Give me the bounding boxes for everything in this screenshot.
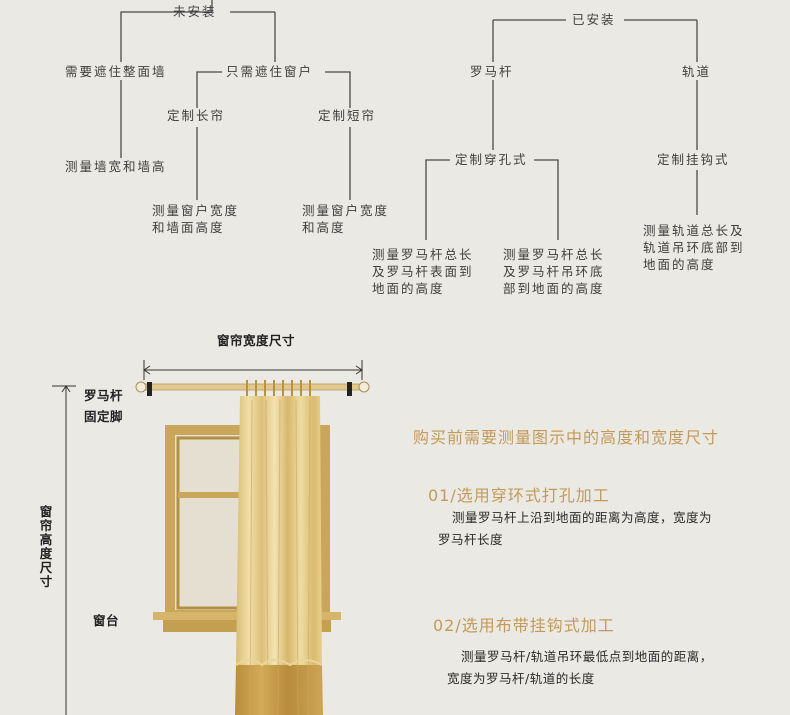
- curtain-illustration: [52, 360, 370, 715]
- label-measure-rod-ring: 测量罗马杆总长 及罗马杆吊环底 部到地面的高度: [503, 247, 605, 296]
- label-track: 轨道: [682, 64, 712, 79]
- label-cover-wall: 需要遮住整面墙: [65, 64, 167, 79]
- label-installed: 已安装: [572, 12, 616, 27]
- label-width: 窗帘宽度尺寸: [217, 333, 296, 348]
- label-custom-long: 定制长帘: [167, 108, 226, 123]
- label-bracket: 固定脚: [84, 409, 124, 424]
- roman-rod: [141, 383, 363, 391]
- step2-description: 测量罗马杆/轨道吊环最低点到地面的距离， 宽度为罗马杆/轨道的长度: [447, 649, 713, 686]
- step1-description: 测量罗马杆上沿到地面的距离为高度，宽度为 罗马杆长度: [438, 510, 713, 547]
- label-height: 窗帘高度尺寸: [39, 504, 53, 589]
- label-cover-window: 只需遮住窗户: [226, 64, 314, 79]
- curtain-bottom: [235, 665, 323, 715]
- label-custom-hook: 定制挂钩式: [657, 152, 730, 167]
- rod-bracket-left: [147, 382, 152, 396]
- label-rod: 罗马杆: [84, 388, 124, 403]
- tree-connectors: [120, 0, 698, 240]
- label-measure-long: 测量窗户宽度 和墙面高度: [152, 203, 240, 235]
- rod-bracket-right: [347, 382, 352, 396]
- label-sill: 窗台: [93, 613, 120, 628]
- label-measure-short: 测量窗户宽度 和高度: [302, 203, 390, 235]
- label-roman-rod: 罗马杆: [470, 64, 514, 79]
- step2-title: 02/选用布带挂钩式加工: [433, 616, 615, 635]
- label-measure-wall: 测量墙宽和墙高: [65, 159, 167, 174]
- headline: 购买前需要测量图示中的高度和宽度尺寸: [413, 428, 720, 447]
- label-measure-track: 测量轨道总长及 轨道吊环底部到 地面的高度: [643, 223, 745, 272]
- label-measure-rod-surface: 测量罗马杆总长 及罗马杆表面到 地面的高度: [372, 247, 474, 296]
- step1-title: 01/选用穿环式打孔加工: [428, 486, 610, 505]
- label-custom-ring: 定制穿孔式: [455, 152, 528, 167]
- label-custom-short: 定制短帘: [318, 108, 377, 123]
- label-not-installed: 未安装: [173, 4, 217, 19]
